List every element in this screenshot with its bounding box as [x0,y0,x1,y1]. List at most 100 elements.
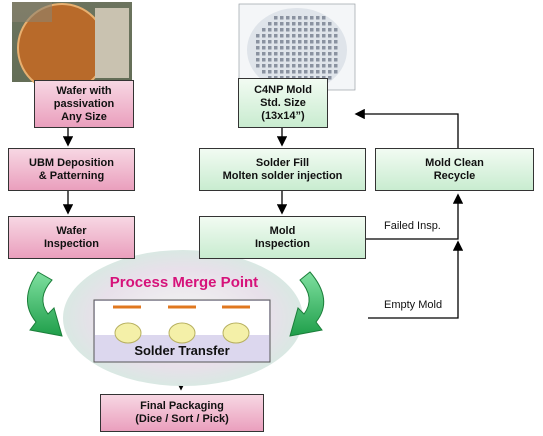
mold-cavity [286,22,290,26]
mold-cavity [286,40,290,44]
mold-cavity [304,22,308,26]
wafer-inspection-box: Wafer Inspection [8,216,135,259]
mold-cavity [262,34,266,38]
mold-cavity [298,16,302,20]
mold-cavity [310,16,314,20]
ubm-box: UBM Deposition & Patterning [8,148,135,191]
mold-cavity [328,76,332,80]
mold-cavity [298,70,302,74]
wafer-box-line2: passivation [53,97,115,110]
mold-cavity [298,58,302,62]
mold-cavity [322,28,326,32]
mold-cavity [316,22,320,26]
mold-cavity [280,76,284,80]
mold-cavity [310,70,314,74]
mold-cavity [304,46,308,50]
mold-cavity [310,58,314,62]
mold-cavity [274,16,278,20]
mold-cavity [328,40,332,44]
mold-cavity [286,34,290,38]
mold-cavity [280,28,284,32]
failed-inspection-label: Failed Insp. [384,220,441,232]
mold-cavity [256,34,260,38]
mold-cavity [322,46,326,50]
wafer-box: Wafer with passivation Any Size [34,80,134,128]
mold-cavity [286,52,290,56]
mold-cavity [316,70,320,74]
mold-cavity [322,34,326,38]
mold-cavity [304,70,308,74]
final-packaging-line1: Final Packaging [140,400,224,412]
mold-cavity [328,22,332,26]
mold-cavity [292,52,296,56]
mold-cavity [328,64,332,68]
mold-cavity [334,28,338,32]
solder-fill-line2: Molten solder injection [222,169,343,182]
mold-box-line3: (13x14”) [261,109,305,122]
mold-cavity [292,64,296,68]
mold-cavity [280,46,284,50]
mold-cavity [322,40,326,44]
mold-cavity [298,46,302,50]
mold-cavity [292,28,296,32]
mold-cavity [262,40,266,44]
wafer-photo [12,2,132,93]
mold-cavity [274,22,278,26]
mold-cavity [316,58,320,62]
mold-cavity [286,70,290,74]
mold-inspection-line1: Mold [269,224,296,237]
solder-fill-box: Solder Fill Molten solder injection [199,148,366,191]
mold-cavity [280,40,284,44]
mold-cavity [304,40,308,44]
mold-cavity [274,28,278,32]
mold-box-line1: C4NP Mold [254,83,312,96]
mold-clean-line1: Mold Clean [425,156,484,169]
mold-cavity [304,52,308,56]
mold-cavity [274,64,278,68]
mold-image [238,3,356,92]
mold-cavity [316,46,320,50]
wafer-inspection-line1: Wafer [56,224,87,237]
mold-cavity [292,70,296,74]
mold-cavity [328,58,332,62]
mold-cavity [316,64,320,68]
final-packaging-box: Final Packaging (Dice / Sort / Pick) [100,394,264,432]
mold-clean-line2: Recycle [433,169,476,182]
mold-cavity [298,76,302,80]
mold-cavity [304,16,308,20]
solder-fill-line1: Solder Fill [255,156,310,169]
mold-cavity [280,52,284,56]
mold-cavity [262,46,266,50]
mold-cavity [316,40,320,44]
curved-arrow-right [289,271,325,337]
mold-cavity [274,70,278,74]
mold-cavity [328,46,332,50]
mold-cavity [334,52,338,56]
mold-cavity [286,58,290,62]
mold-box-line2: Std. Size [260,96,306,109]
wafer-box-line3: Any Size [61,110,107,123]
mold-cavity [298,52,302,56]
mold-cavity [334,34,338,38]
mold-cavity [298,64,302,68]
mold-cavity [292,22,296,26]
mold-cavity [256,40,260,44]
mold-cavity [280,16,284,20]
mold-cavity [268,40,272,44]
mold-cavity [256,52,260,56]
solder-bumps [113,305,250,344]
mold-cavity [280,64,284,68]
mold-cavity [262,58,266,62]
mold-cavity [322,70,326,74]
mold-cavity [310,46,314,50]
mold-cavity [310,52,314,56]
mold-cavity [256,64,260,68]
mold-cavity [274,40,278,44]
mold-cavity [304,28,308,32]
mold-cavity [280,34,284,38]
mold-cavity [322,76,326,80]
mold-cavity [292,40,296,44]
mold-cavity [304,34,308,38]
arrows [62,108,464,391]
